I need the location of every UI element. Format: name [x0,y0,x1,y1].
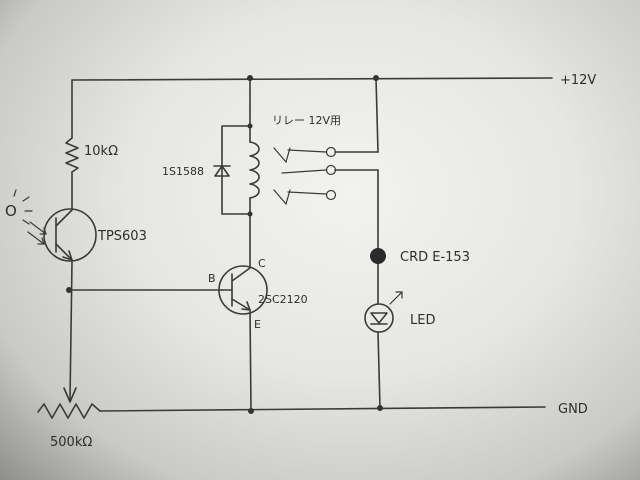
led-symbol [364,291,403,333]
flyback-diode-symbol [213,123,253,217]
crd-label: CRD E-153 [400,250,470,265]
transistor-label: 2SC2120 [258,293,308,306]
junction-left [66,287,223,293]
phototransistor-symbol [27,208,97,262]
middle-branch-wire [247,75,254,414]
relay-coil-symbol [249,141,260,199]
base-pin-label: B [208,272,216,285]
potentiometer-label: 500kΩ [50,435,92,450]
relay-label: リレー 12V用 [272,114,341,127]
diode-label: 1S1588 [162,165,204,178]
emitter-pin-label: E [254,318,261,331]
resistor-10k-label: 10kΩ [84,144,118,159]
supply-label: +12V [560,73,596,88]
right-branch-wire [373,75,383,411]
resistor-10k-symbol [65,137,79,173]
potentiometer-symbol [37,403,101,419]
ground-label: GND [558,402,588,417]
left-branch-wire [63,79,77,403]
supply-rail [71,77,553,81]
transistor-2sc2120-symbol [218,265,268,315]
relay-contact-symbol [273,146,379,206]
crd-symbol [370,248,386,264]
phototransistor-label: TPS603 [97,229,147,244]
ground-rail [99,406,546,412]
collector-pin-label: C [258,257,266,270]
led-label: LED [410,313,435,328]
light-source-icon: O [5,189,33,225]
light-source-symbol: O [5,202,17,220]
